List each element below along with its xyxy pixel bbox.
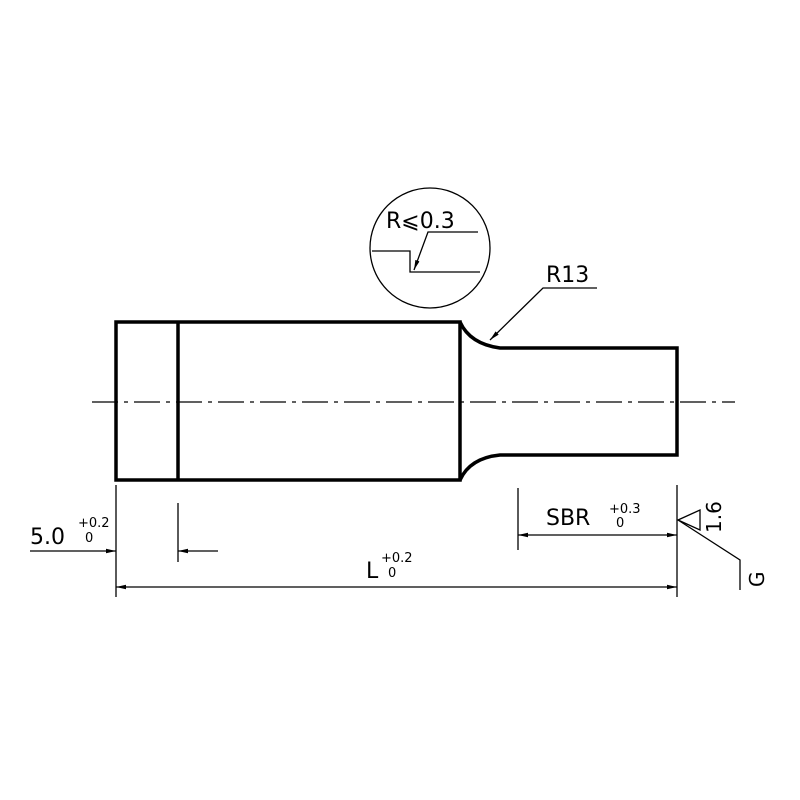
sbr-dim-value: SBR xyxy=(546,506,590,531)
length-dimension: L +0.2 0 xyxy=(116,551,677,590)
detail-view: R⩽0.3 xyxy=(369,187,491,309)
detail-step xyxy=(372,250,480,273)
extension-lines xyxy=(115,485,678,597)
surface-finish-symbol: 1.6 G xyxy=(676,501,769,590)
length-dim-lower-tol: 0 xyxy=(388,566,396,581)
detail-radius-label: R⩽0.3 xyxy=(386,209,455,234)
finish-method: G xyxy=(745,572,769,588)
sbr-dim-lower-tol: 0 xyxy=(616,516,624,531)
sbr-dim-upper-tol: +0.3 xyxy=(609,502,641,517)
detail-leader xyxy=(413,231,478,271)
part-outline xyxy=(114,320,679,482)
length-dim-value: L xyxy=(366,559,379,584)
length-dim-upper-tol: +0.2 xyxy=(381,551,413,566)
detail-circle xyxy=(369,187,491,309)
fillet-callout: R13 xyxy=(489,263,597,341)
head-dimension: 5.0 +0.2 0 xyxy=(30,516,218,554)
tip-body xyxy=(458,321,679,481)
fillet-radius-label: R13 xyxy=(546,263,589,288)
shank-body xyxy=(114,320,462,482)
head-dim-upper-tol: +0.2 xyxy=(78,516,110,531)
head-dim-value: 5.0 xyxy=(30,525,65,550)
head-dim-lower-tol: 0 xyxy=(85,531,93,546)
sbr-dimension: SBR +0.3 0 xyxy=(518,502,677,538)
roughness-value: 1.6 xyxy=(702,501,726,533)
